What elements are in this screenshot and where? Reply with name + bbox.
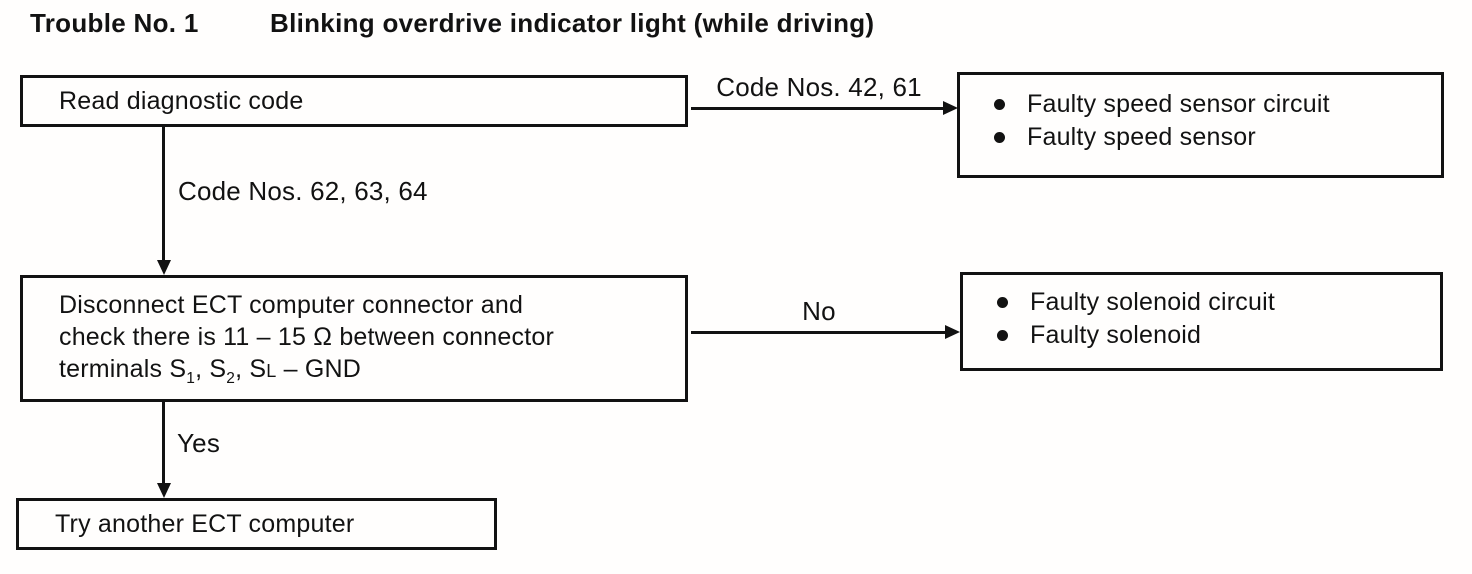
bullet-icon: [997, 297, 1008, 308]
arrowhead-right-icon: [943, 101, 958, 115]
smallcap-l: L: [266, 361, 277, 381]
terminals-text: – GND: [276, 355, 362, 383]
trouble-number-label: Trouble No. 1: [30, 8, 199, 38]
terminals-text: , S: [195, 355, 227, 383]
terminals-text: terminals S: [59, 355, 187, 383]
edge-label-codes-42-61: Code Nos. 42, 61: [716, 72, 922, 102]
arrowhead-down-icon: [157, 483, 171, 498]
list-item-label: Faulty solenoid: [1030, 321, 1202, 349]
node-try-another-computer: Try another ECT computer: [16, 498, 497, 550]
bullet-icon: [994, 99, 1005, 110]
edge-label-no: No: [802, 296, 836, 326]
terminals-text: , S: [235, 355, 267, 383]
arrowhead-right-icon: [945, 325, 960, 339]
list-item: Faulty speed sensor: [994, 121, 1441, 154]
arrowhead-down-icon: [157, 260, 171, 275]
node-check-resistance-line2: check there is 11 – 15 Ω between connect…: [59, 323, 554, 351]
node-check-resistance: Disconnect ECT computer connector and ch…: [20, 275, 688, 402]
edge-label-codes-62-63-64: Code Nos. 62, 63, 64: [178, 176, 428, 206]
page-title: Blinking overdrive indicator light (whil…: [270, 8, 875, 38]
subscript-1: 1: [186, 370, 196, 387]
edge-line-no: [691, 331, 946, 334]
list-item: Faulty speed sensor circuit: [994, 88, 1441, 121]
node-check-resistance-line3: terminals S1, S2, SL – GND: [59, 353, 685, 387]
subscript-2: 2: [226, 370, 236, 387]
node-faulty-solenoid: Faulty solenoid circuit Faulty solenoid: [960, 272, 1443, 371]
edge-label-yes: Yes: [177, 428, 221, 458]
node-faulty-speed-sensor: Faulty speed sensor circuit Faulty speed…: [957, 72, 1444, 178]
node-read-diagnostic-code: Read diagnostic code: [20, 75, 688, 127]
bullet-icon: [994, 132, 1005, 143]
node-try-another-computer-label: Try another ECT computer: [55, 509, 355, 538]
node-check-resistance-line1: Disconnect ECT computer connector and: [59, 291, 524, 319]
node-read-diagnostic-code-label: Read diagnostic code: [59, 86, 304, 115]
list-item: Faulty solenoid circuit: [997, 286, 1440, 319]
list-item-label: Faulty solenoid circuit: [1030, 288, 1275, 316]
list-item-label: Faulty speed sensor: [1027, 123, 1256, 151]
edge-line-yes: [162, 402, 165, 484]
list-item: Faulty solenoid: [997, 319, 1440, 352]
edge-line-codes-62-63-64: [162, 127, 165, 261]
list-item-label: Faulty speed sensor circuit: [1027, 90, 1330, 118]
bullet-icon: [997, 330, 1008, 341]
edge-line-codes-42-61: [691, 107, 944, 110]
